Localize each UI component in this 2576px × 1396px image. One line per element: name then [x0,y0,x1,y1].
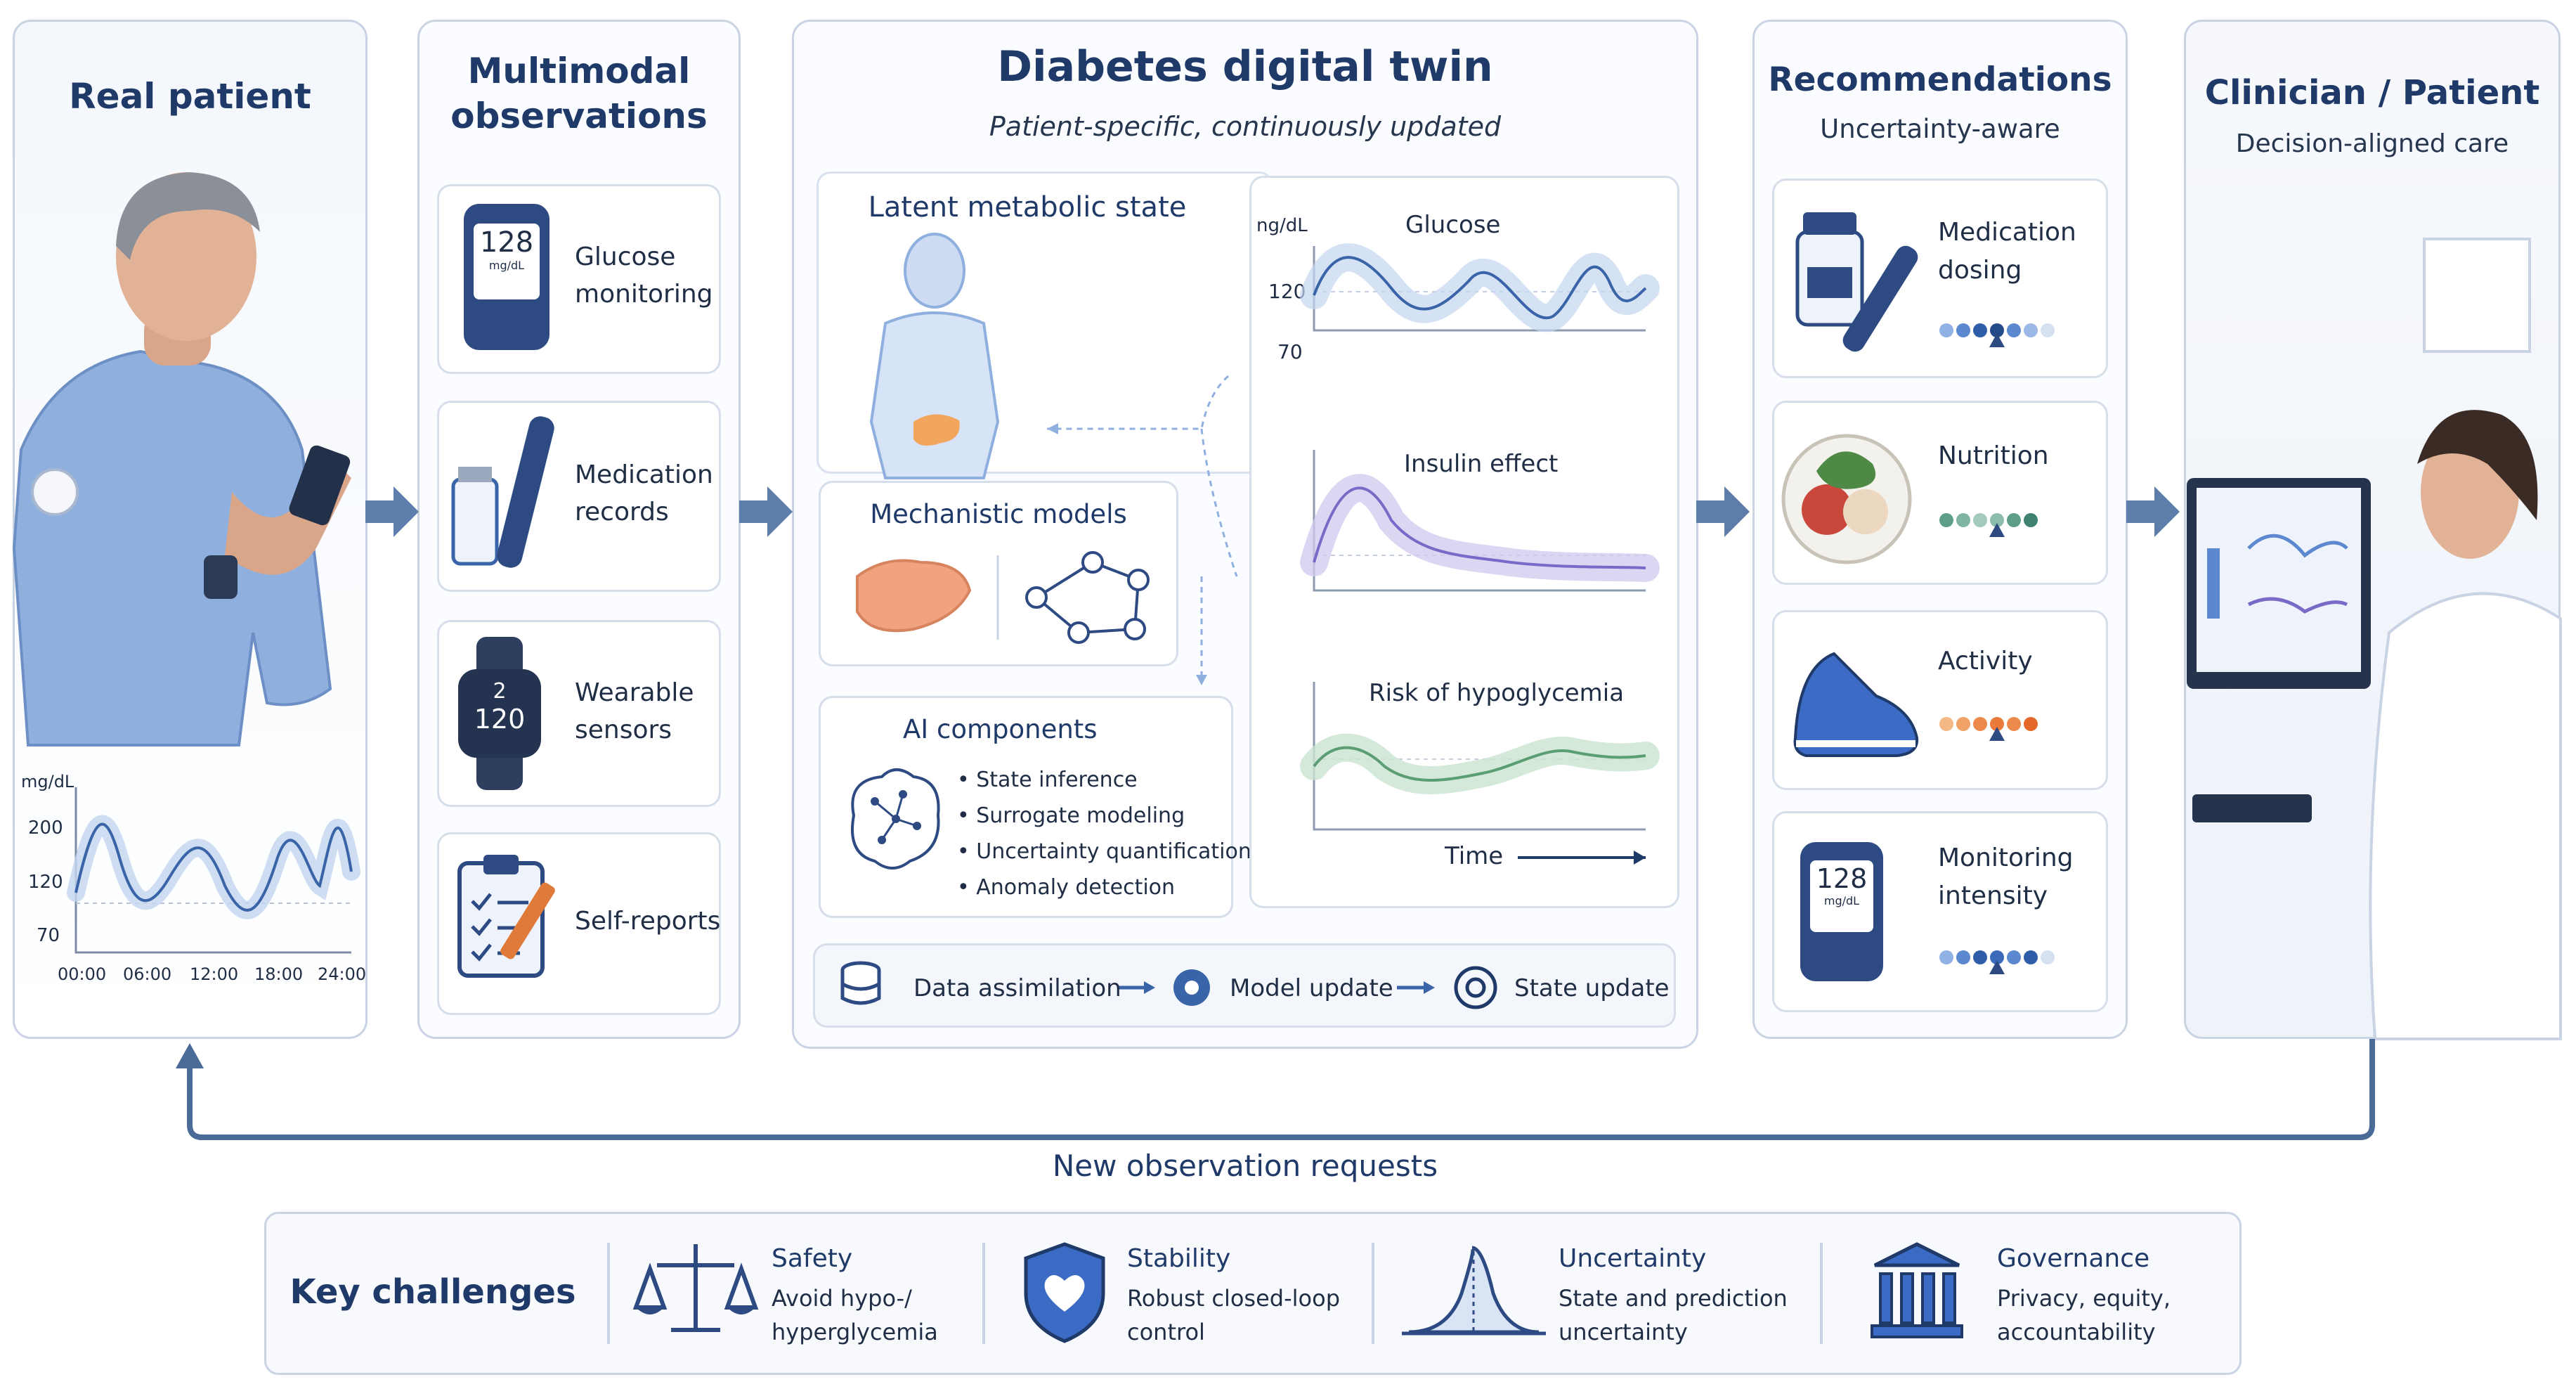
ai-components-title: AI components [903,714,1098,744]
observation-label-line2: sensors [575,716,672,744]
challenge-desc-line2: hyperglycemia [772,1319,938,1345]
key-challenges-title: Key challenges [290,1272,576,1312]
patient-cgm-x-tick: 18:00 [254,964,304,984]
pipeline-step-state-update: State update [1514,974,1670,1002]
time-axis-label: Time [1445,842,1504,870]
patient-title: Real patient [69,76,311,117]
ai-bullet: • Uncertainty quantification [957,839,1251,864]
insulin-chart-title: Insulin effect [1404,450,1559,478]
feedback-label: New observation requests [1052,1149,1438,1183]
challenge-desc-line2: control [1127,1319,1205,1345]
challenge-title: Safety [772,1244,853,1273]
mechanistic-models-title: Mechanistic models [870,499,1127,529]
challenge-desc-line1: Privacy, equity, [1997,1285,2171,1312]
ai-bullet: • State inference [957,768,1138,792]
patient-cgm-x-tick: 24:00 [318,964,367,984]
smartwatch-value: 120 [474,704,526,735]
patient-cgm-y-tick: 70 [37,925,60,946]
observation-label-line1: Wearable [575,678,694,707]
observation-label-line1: Self-reports [575,907,721,936]
rec-label-line1: Nutrition [1938,441,2049,470]
ai-bullet-text: Surrogate modeling [976,803,1185,828]
glucose-meter-unit: mg/dL [1823,894,1860,907]
twin-title: Diabetes digital twin [997,42,1493,91]
rec-card-activity [1772,610,2108,790]
ai-bullet: • Anomaly detection [957,875,1176,900]
patient-cgm-x-tick: 06:00 [123,964,172,984]
glucose-meter-unit: mg/dL [488,259,525,272]
glucose-meter-icon: 128 mg/dL [464,204,549,350]
challenge-desc-line1: Robust closed-loop [1127,1285,1340,1312]
challenge-title: Governance [1997,1244,2150,1273]
challenge-title: Stability [1127,1244,1231,1273]
glucose-meter-value: 128 [1816,863,1868,894]
smartwatch-small-value: 2 [493,679,507,704]
pipeline-step-model-update: Model update [1230,974,1393,1002]
glucose-chart-y-tick: 70 [1277,340,1303,363]
rec-label-line1: Activity [1938,647,2033,676]
patient-cgm-x-tick: 12:00 [190,964,239,984]
ai-bullet-text: State inference [976,768,1138,792]
patient-cgm-unit: mg/dL [21,772,74,791]
rec-card-nutrition [1772,401,2108,585]
patient-cgm-x-tick: 00:00 [58,964,107,984]
pipeline-bar [813,943,1676,1028]
twin-charts-card [1249,176,1679,908]
challenge-desc-line1: Avoid hypo-/ [772,1285,912,1312]
pipeline-step-data-assimilation: Data assimilation [913,974,1121,1002]
clinician-subtitle: Decision-aligned care [2235,129,2509,158]
ai-bullet-text: Uncertainty quantification [976,839,1251,864]
rec-label-line1: Monitoring [1938,844,2074,872]
glucose-meter-icon: 128 mg/dL [1800,842,1883,981]
observation-label-line1: Medication [575,460,713,489]
twin-subtitle: Patient-specific, continuously updated [989,111,1502,142]
glucose-chart-unit: ng/dL [1256,215,1308,236]
hypo-chart-title: Risk of hypoglycemia [1369,679,1625,707]
observation-label-line1: Glucose [575,243,676,271]
rec-label-line2: dosing [1938,256,2022,285]
observations-title-line2: observations [450,96,708,136]
observation-label-line2: monitoring [575,280,713,309]
observation-label-line2: records [575,498,669,526]
real-patient-panel [13,20,367,1039]
challenge-desc-line2: uncertainty [1559,1319,1688,1345]
patient-cgm-y-tick: 120 [28,872,63,893]
smartwatch-icon: 2 120 [458,637,541,790]
ai-bullet-text: Anomaly detection [976,875,1176,900]
rec-label-line1: Medication [1938,218,2076,247]
clinician-title: Clinician / Patient [2204,73,2540,112]
ai-bullet: • Surrogate modeling [957,803,1185,828]
observation-card-medication [437,401,721,592]
glucose-meter-value: 128 [479,226,534,259]
challenge-desc-line2: accountability [1997,1319,2156,1345]
latent-state-title: Latent metabolic state [868,191,1187,224]
observations-title-line1: Multimodal [467,51,691,91]
challenge-title: Uncertainty [1559,1244,1707,1273]
recommendations-title: Recommendations [1768,60,2112,99]
glucose-chart-y-tick: 120 [1268,280,1306,303]
clinician-panel [2184,20,2561,1039]
challenge-desc-line1: State and prediction [1559,1285,1788,1312]
rec-label-line2: intensity [1938,881,2048,910]
glucose-chart-title: Glucose [1405,211,1501,239]
recommendations-subtitle: Uncertainty-aware [1820,114,2060,144]
patient-cgm-y-tick: 200 [28,817,63,839]
